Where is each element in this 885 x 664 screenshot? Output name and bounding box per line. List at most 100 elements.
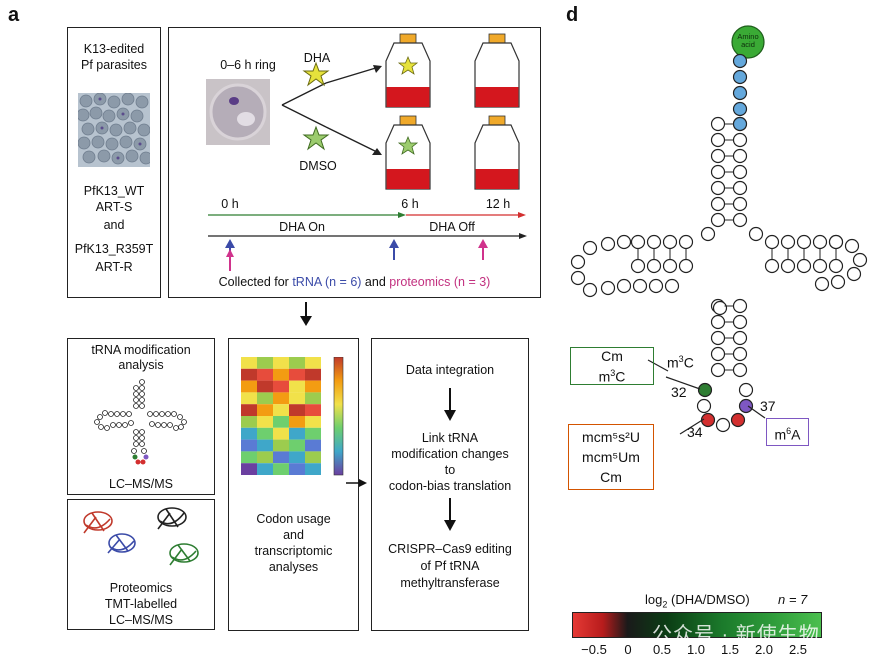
nucleotide (582, 282, 598, 298)
heatmap-cell (305, 416, 321, 428)
nucleotide (646, 234, 662, 250)
nucleotide (738, 382, 754, 398)
heatmap-cell (273, 392, 289, 405)
nucleotide (732, 53, 748, 69)
nucleotide (662, 234, 678, 250)
colorbar-n: n = 7 (778, 592, 808, 607)
nucleotide (648, 278, 664, 294)
time-0h: 0 h (221, 197, 239, 211)
integration-step-2-4: codon-bias translation (388, 479, 512, 493)
nucleotide (732, 101, 748, 117)
heatmap-cell (241, 380, 257, 393)
integration-arrow-2-icon (444, 498, 456, 531)
heatmap-cell (273, 416, 289, 428)
heatmap-cell (305, 380, 321, 393)
nucleotide (764, 234, 780, 250)
colorbar-tick-label: 0.5 (652, 642, 672, 657)
nucleotide (710, 362, 726, 378)
nucleotide (678, 234, 694, 250)
heatmap-cell (241, 463, 257, 475)
collect-arrow-12h (478, 239, 488, 260)
nucleotide (738, 398, 754, 414)
nucleotide (732, 132, 748, 148)
nucleotide (732, 116, 748, 132)
dmso-star-icon (302, 125, 330, 151)
codon-line-2: and (283, 528, 304, 542)
heatmap-cell (257, 463, 273, 475)
time-12h: 12 h (485, 197, 511, 211)
heatmap-cell (305, 404, 321, 416)
purple-mod-box: m6A (766, 418, 809, 446)
nucleotide (662, 258, 678, 274)
heatmap-cell (257, 380, 273, 393)
nucleotide (678, 258, 694, 274)
nucleotide (710, 196, 726, 212)
nucleotide (710, 212, 726, 228)
collect-arrow-6h (389, 239, 399, 260)
flask-dha-6h-icon (385, 33, 431, 108)
nucleotide (600, 280, 616, 296)
proteomics-box: Proteomics TMT-labelled LC–MS/MS (67, 499, 215, 630)
heatmap-cell (241, 416, 257, 428)
nucleotide (600, 236, 616, 252)
nucleotide (616, 278, 632, 294)
acceptor-stem-bases (570, 53, 868, 433)
heatmap-cell (289, 439, 305, 452)
nucleotide (852, 252, 868, 268)
trna-analysis-title-1: tRNA modification (91, 343, 191, 357)
nucleotide (814, 276, 830, 292)
heatmap-cell (289, 416, 305, 428)
colorbar-tick-label: 1.0 (686, 642, 706, 657)
colorbar-title: log2 (DHA/DMSO) (645, 592, 750, 610)
m3c-tail: C (683, 354, 694, 371)
collected-trna: tRNA (n = 6) (292, 275, 362, 289)
strain-wt-1: PfK13_WT (83, 184, 145, 198)
integration-box: Data integration Link tRNA modification … (371, 338, 529, 631)
heatmap-cell (241, 392, 257, 405)
red-mod-line-3: Cm (600, 469, 622, 485)
green-mod-line-1: Cm (601, 348, 623, 364)
treatment-diagram (206, 33, 527, 271)
heatmap-cell (257, 368, 273, 381)
heatmap-cell (273, 404, 289, 416)
nucleotide (616, 234, 632, 250)
nucleotide (696, 398, 712, 414)
trna-analysis-method: LC–MS/MS (109, 477, 173, 491)
m3c-base: m (667, 354, 679, 371)
nucleotide (710, 116, 726, 132)
nucleotide (764, 258, 780, 274)
pos-37-label: 37 (760, 398, 776, 414)
dmso-label: DMSO (299, 159, 337, 173)
heatmap-cell (289, 404, 305, 416)
nucleotide (570, 254, 586, 270)
nucleotide (582, 240, 598, 256)
flask-dmso-6h-icon (385, 115, 431, 190)
integration-step-2-1: Link tRNA (421, 431, 479, 445)
nucleotide (846, 266, 862, 282)
nucleotide (697, 382, 713, 398)
dha-star-icon (302, 61, 330, 87)
codon-line-4: analyses (268, 560, 319, 574)
collected-and: and (361, 275, 390, 289)
proteomics-line-1: Proteomics (109, 581, 173, 595)
amino-acid-label: Amino acid (734, 33, 762, 49)
heatmap-cell (257, 392, 273, 405)
red-mod-line-2: mcm⁵Um (582, 449, 640, 465)
heatmap-cell (241, 404, 257, 416)
nucleotide (710, 330, 726, 346)
nucleotide (570, 270, 586, 286)
colorbar (572, 612, 822, 638)
heatmap-cell (273, 427, 289, 440)
nucleotide (732, 298, 748, 314)
codon-heatmap (241, 357, 344, 476)
nucleotide (632, 278, 648, 294)
m3c-connector (665, 376, 701, 390)
time-6h: 6 h (401, 197, 419, 211)
heatmap-cell (257, 427, 273, 440)
nucleotide (630, 234, 646, 250)
right-arrow-icon (346, 479, 367, 487)
heatmap-cell (289, 463, 305, 475)
heatmap-cell (273, 368, 289, 381)
proteomics-line-2: TMT-labelled (104, 597, 178, 611)
